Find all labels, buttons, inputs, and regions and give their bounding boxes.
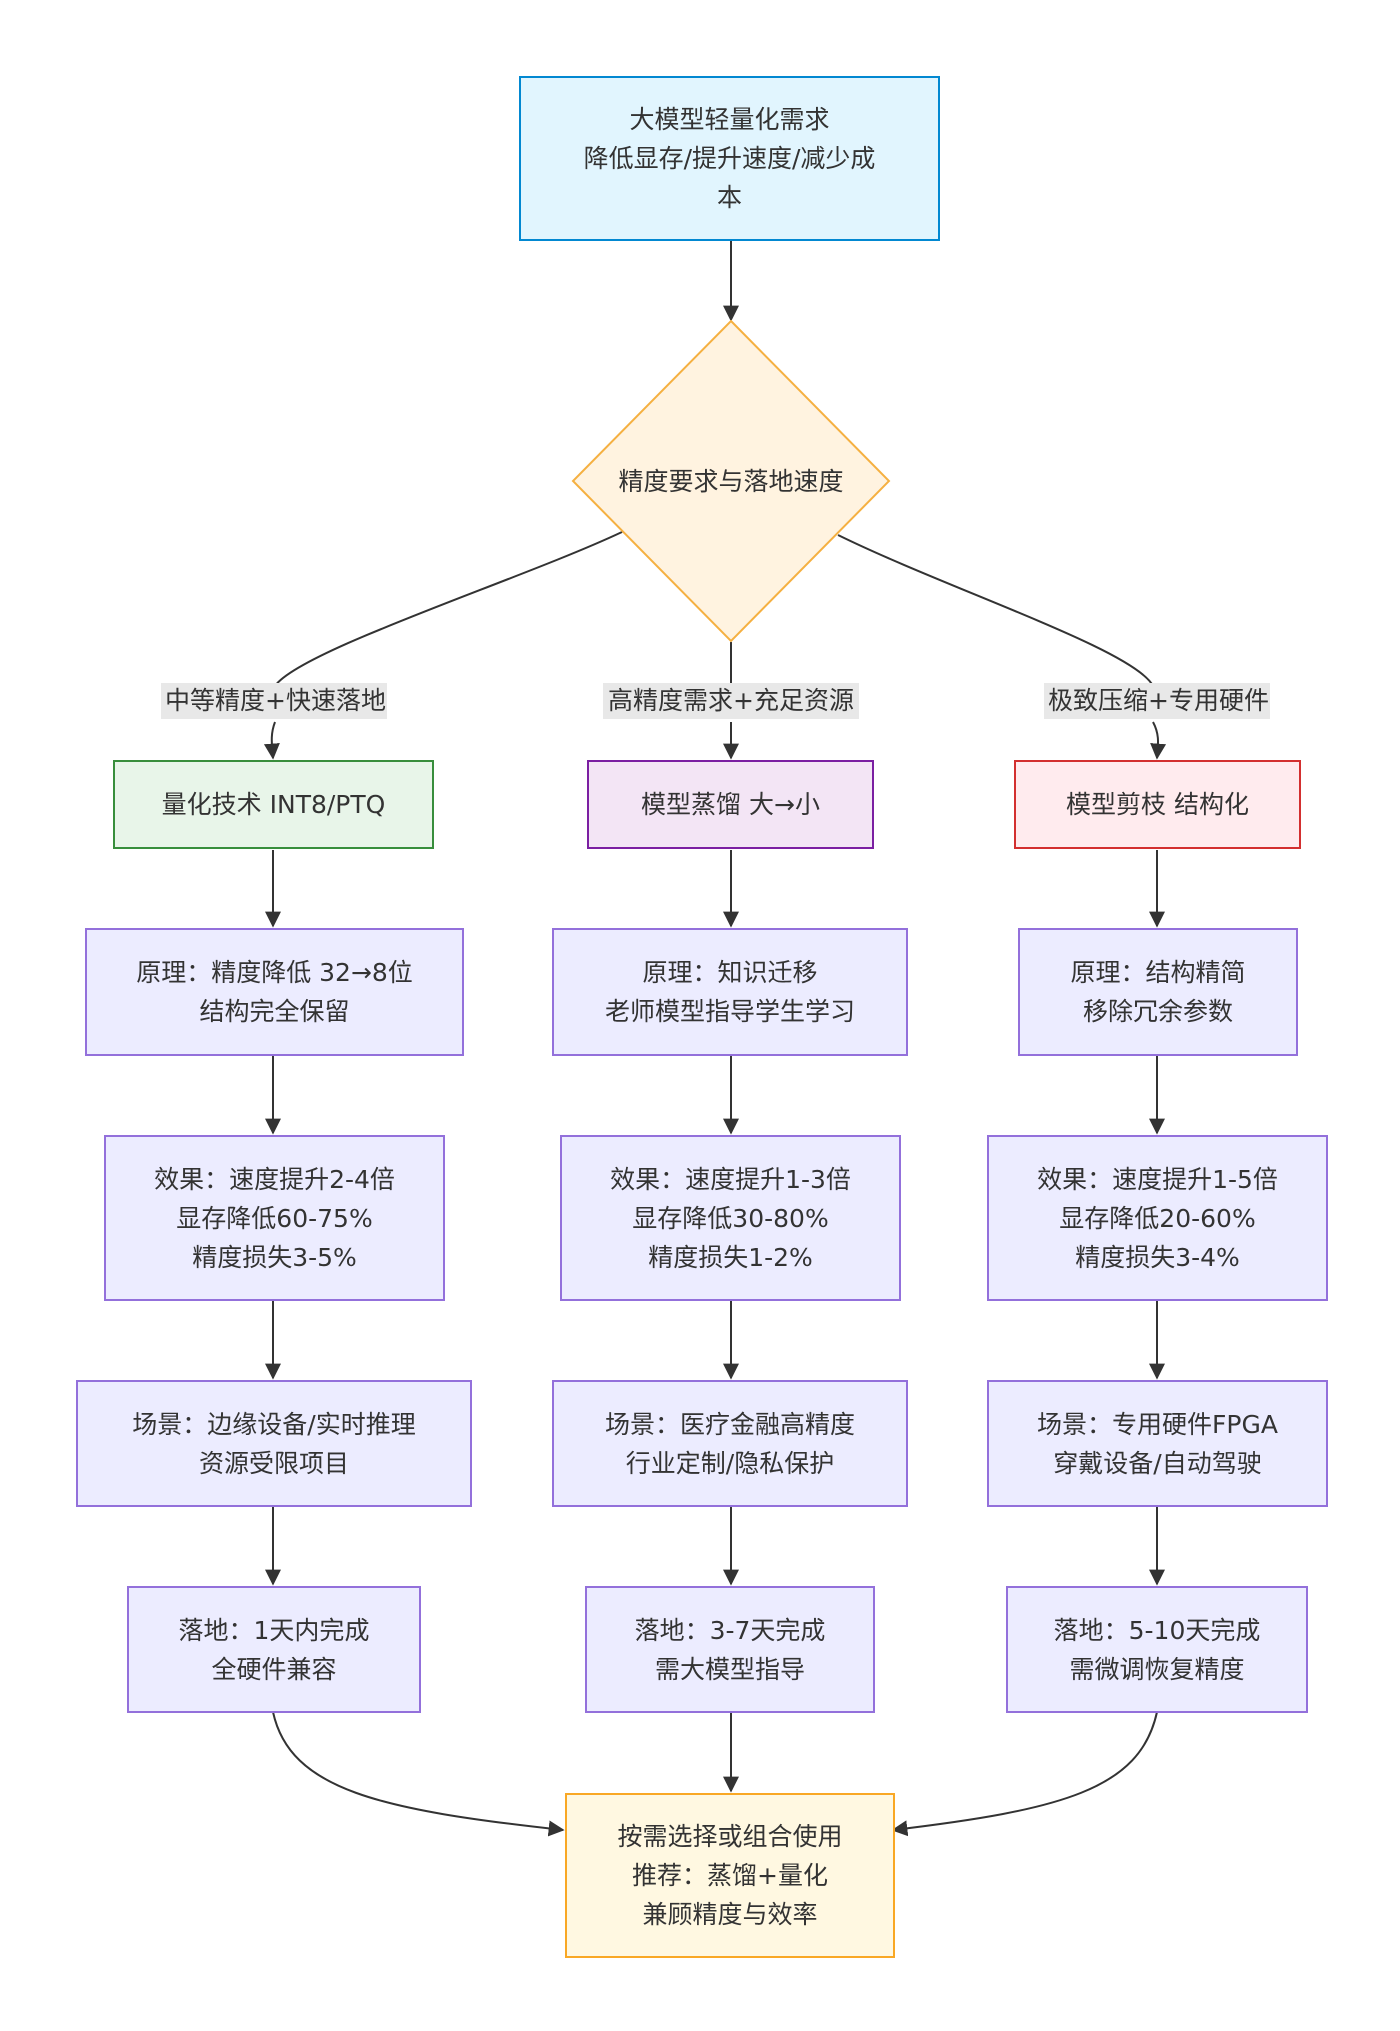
distillation-effect-line-1: 效果：速度提升1-3倍 <box>610 1164 851 1194</box>
start-node-line-2: 降低显存/提升速度/减少成 <box>583 144 876 173</box>
distillation-principle-node: 原理：知识迁移 老师模型指导学生学习 <box>552 928 908 1056</box>
pruning-deploy-line-2: 需微调恢复精度 <box>1069 1654 1245 1684</box>
pruning-principle-node: 原理：结构精简 移除冗余参数 <box>1018 928 1298 1056</box>
distillation-deploy-line-1: 落地：3-7天完成 <box>634 1615 826 1645</box>
edge-quant-final <box>272 1711 565 1837</box>
decision-diamond <box>571 319 891 643</box>
quantization-deploy-line-1: 落地：1天内完成 <box>178 1615 370 1645</box>
quantization-effect-line-2: 显存降低60-75% <box>176 1203 373 1233</box>
pruning-effect-line-1: 效果：速度提升1-5倍 <box>1037 1164 1278 1194</box>
final-recommendation-line-3: 兼顾精度与效率 <box>642 1900 818 1929</box>
start-node: 大模型轻量化需求 降低显存/提升速度/减少成 本 <box>519 76 940 241</box>
distillation-node: 模型蒸馏 大→小 <box>587 760 874 849</box>
edge-label-right: 极致压缩+专用硬件 <box>1044 683 1270 719</box>
quantization-principle-node: 原理：精度降低 32→8位 结构完全保留 <box>85 928 464 1056</box>
distillation-principle-line-1: 原理：知识迁移 <box>642 958 818 987</box>
final-recommendation-node: 按需选择或组合使用 推荐：蒸馏+量化 兼顾精度与效率 <box>565 1793 895 1958</box>
pruning-deploy-line-1: 落地：5-10天完成 <box>1053 1615 1261 1645</box>
quantization-scene-line-1: 场景：边缘设备/实时推理 <box>132 1409 416 1439</box>
edge-decision-quant-upper <box>274 531 623 687</box>
quantization-deploy-node: 落地：1天内完成 全硬件兼容 <box>127 1586 421 1713</box>
quantization-effect-line-1: 效果：速度提升2-4倍 <box>154 1164 395 1194</box>
pruning-effect-line-3: 精度损失3-4% <box>1075 1242 1240 1272</box>
quantization-node-label: 量化技术 INT8/PTQ <box>161 790 386 819</box>
pruning-effect-node: 效果：速度提升1-5倍 显存降低20-60% 精度损失3-4% <box>987 1135 1328 1301</box>
edge-decision-prune-upper <box>837 534 1154 687</box>
start-node-line-1: 大模型轻量化需求 <box>629 105 830 134</box>
pruning-node: 模型剪枝 结构化 <box>1014 760 1301 849</box>
final-recommendation-line-1: 按需选择或组合使用 <box>617 1822 843 1851</box>
pruning-deploy-node: 落地：5-10天完成 需微调恢复精度 <box>1006 1586 1308 1713</box>
pruning-principle-line-2: 移除冗余参数 <box>1082 997 1233 1026</box>
distillation-deploy-node: 落地：3-7天完成 需大模型指导 <box>585 1586 875 1713</box>
distillation-effect-line-2: 显存降低30-80% <box>632 1203 829 1233</box>
quantization-scene-node: 场景：边缘设备/实时推理 资源受限项目 <box>76 1380 472 1507</box>
edge-label-left: 中等精度+快速落地 <box>161 683 387 719</box>
quantization-scene-line-2: 资源受限项目 <box>198 1448 349 1478</box>
pruning-node-label: 模型剪枝 结构化 <box>1066 790 1249 819</box>
edge-prune-final <box>891 1711 1158 1837</box>
quantization-effect-node: 效果：速度提升2-4倍 显存降低60-75% 精度损失3-5% <box>104 1135 445 1301</box>
quantization-principle-line-2: 结构完全保留 <box>199 997 350 1026</box>
distillation-principle-line-2: 老师模型指导学生学习 <box>604 997 855 1026</box>
distillation-effect-line-3: 精度损失1-2% <box>648 1242 813 1272</box>
distillation-scene-line-2: 行业定制/隐私保护 <box>625 1448 835 1478</box>
quantization-principle-line-1: 原理：精度降低 32→8位 <box>136 958 413 987</box>
quantization-node: 量化技术 INT8/PTQ <box>113 760 434 849</box>
edge-decision-prune-lower <box>1150 721 1167 760</box>
pruning-scene-line-2: 穿戴设备/自动驾驶 <box>1053 1448 1262 1478</box>
pruning-principle-line-1: 原理：结构精简 <box>1070 958 1246 987</box>
edge-decision-quant-lower <box>263 721 280 760</box>
distillation-deploy-line-2: 需大模型指导 <box>654 1654 805 1684</box>
pruning-scene-line-1: 场景：专用硬件FPGA <box>1037 1409 1278 1439</box>
distillation-scene-line-1: 场景：医疗金融高精度 <box>604 1409 855 1439</box>
pruning-scene-node: 场景：专用硬件FPGA 穿戴设备/自动驾驶 <box>987 1380 1328 1507</box>
edge-label-middle: 高精度需求+充足资源 <box>603 683 859 719</box>
quantization-deploy-line-2: 全硬件兼容 <box>211 1654 337 1684</box>
final-recommendation-line-2: 推荐：蒸馏+量化 <box>632 1861 828 1890</box>
distillation-effect-node: 效果：速度提升1-3倍 显存降低30-80% 精度损失1-2% <box>560 1135 901 1301</box>
start-node-line-3: 本 <box>716 183 742 212</box>
decision-label: 精度要求与落地速度 <box>618 467 844 496</box>
pruning-effect-line-2: 显存降低20-60% <box>1059 1203 1256 1233</box>
distillation-scene-node: 场景：医疗金融高精度 行业定制/隐私保护 <box>552 1380 908 1507</box>
quantization-effect-line-3: 精度损失3-5% <box>192 1242 357 1272</box>
distillation-node-label: 模型蒸馏 大→小 <box>641 790 820 819</box>
